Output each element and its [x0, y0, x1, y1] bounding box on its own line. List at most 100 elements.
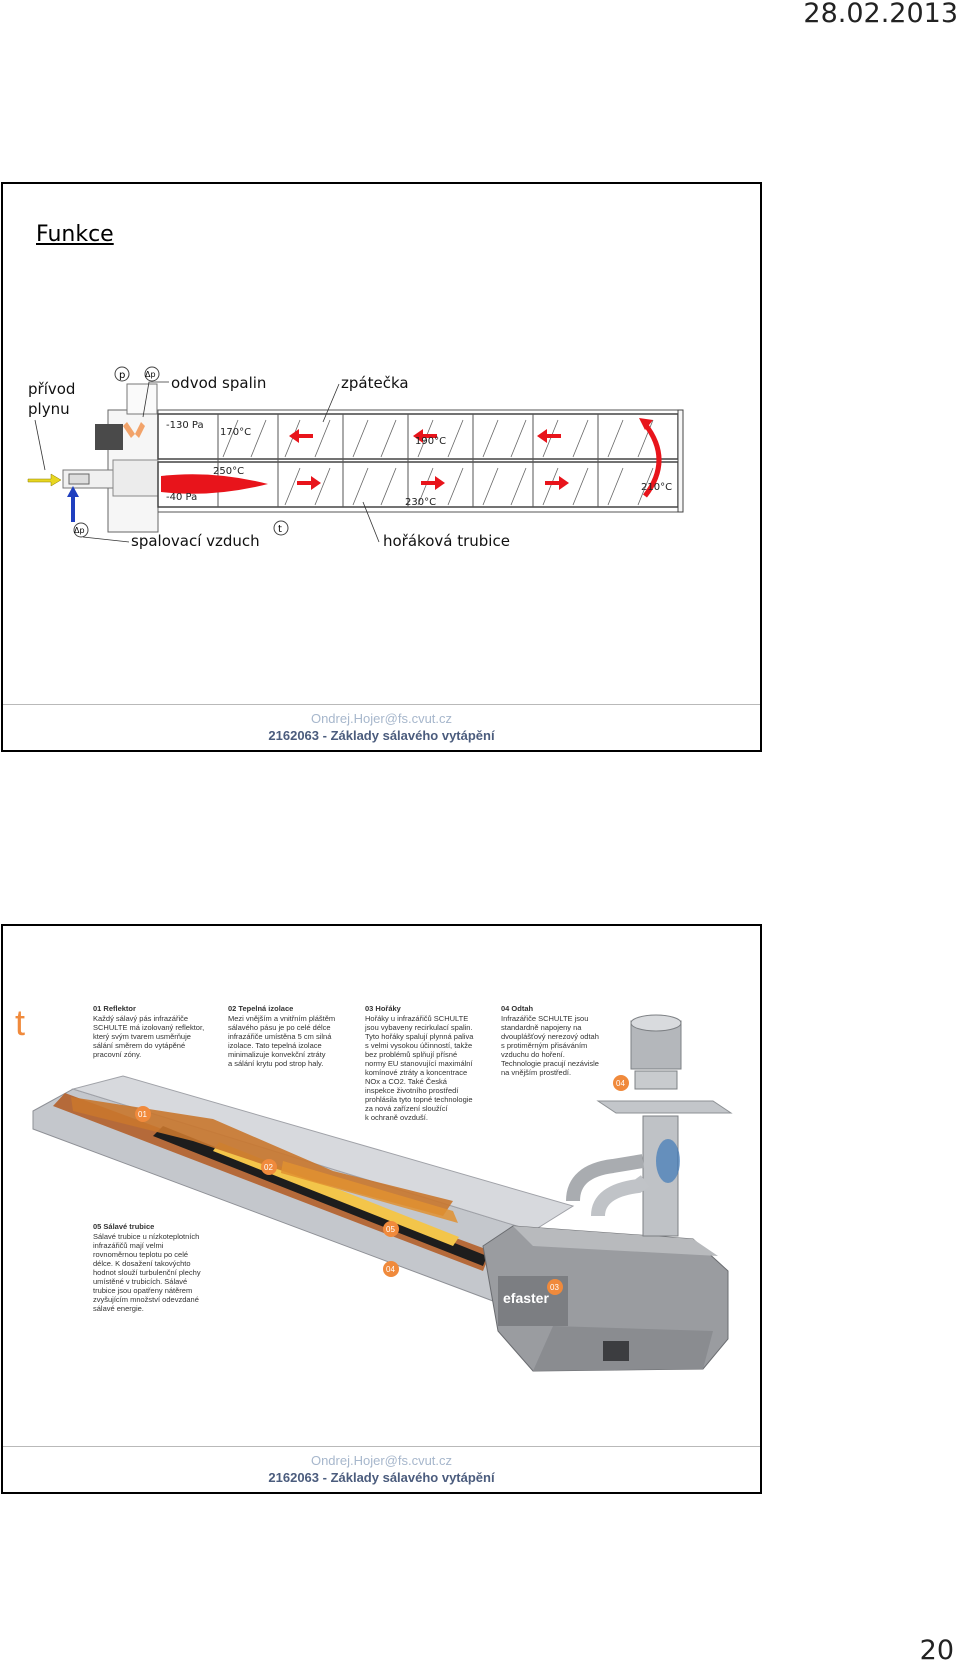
- fan-motor: [95, 424, 123, 450]
- svg-text:na vnějším prostředí.: na vnějším prostředí.: [501, 1068, 571, 1077]
- svg-text:sálání směrem do vytápěné: sálání směrem do vytápěné: [93, 1041, 185, 1050]
- svg-text:a sálání krytu pod strop haly.: a sálání krytu pod strop haly.: [228, 1059, 323, 1068]
- heater-function-diagram: p Δp Δp t přívod plynu odvod spalin zpát…: [27, 366, 684, 550]
- svg-text:standardně napojeny na: standardně napojeny na: [501, 1023, 582, 1032]
- return-flow-arrows: [289, 429, 561, 443]
- svg-text:který svým tvarem usměrňuje: který svým tvarem usměrňuje: [93, 1032, 191, 1041]
- slide-footer: Ondrej.Hojer@fs.cvut.cz 2162063 - Základ…: [3, 1446, 760, 1492]
- reading-t250: 250°C: [213, 466, 244, 477]
- svg-text:Technologie pracují nezávisle: Technologie pracují nezávisle: [501, 1059, 599, 1068]
- svg-text:komínové ztráty a koncentrace: komínové ztráty a koncentrace: [365, 1068, 467, 1077]
- label-privod-2: plynu: [28, 400, 70, 418]
- svg-text:Tyto hořáky spalují plynná pal: Tyto hořáky spalují plynná paliva: [365, 1032, 474, 1041]
- svg-text:sálavého pásu je po celé délce: sálavého pásu je po celé délce: [228, 1023, 331, 1032]
- svg-text:jsou vybaveny recirkulací spal: jsou vybaveny recirkulací spalin.: [364, 1023, 473, 1032]
- badge-04b: 04: [616, 1079, 625, 1088]
- label-horakova-trubice: hořáková trubice: [383, 532, 510, 550]
- reading-t170: 170°C: [220, 427, 251, 438]
- svg-text:dvouplášťový nerezový odtah: dvouplášťový nerezový odtah: [501, 1032, 599, 1041]
- footer-email: Ondrej.Hojer@fs.cvut.cz: [310, 1453, 453, 1468]
- svg-text:sálavé energie.: sálavé energie.: [93, 1304, 144, 1313]
- page-number: 20: [919, 1635, 954, 1666]
- badge-05: 05: [386, 1225, 395, 1234]
- reading-t210: 210°C: [641, 482, 672, 493]
- reading-t230: 230°C: [405, 497, 436, 508]
- flame: [161, 474, 268, 494]
- slide-heater-illustration: t efaster 01 02 05 04 03 04: [1, 924, 762, 1494]
- dp-gauge-bottom: [73, 522, 89, 538]
- header-date: 28.02.2013: [803, 0, 958, 29]
- svg-text:03 Hořáky: 03 Hořáky: [365, 1004, 402, 1013]
- cut-letter: t: [15, 1002, 25, 1043]
- thermocouple: [273, 520, 289, 536]
- svg-text:Sálavé trubice u nízkoteplotní: Sálavé trubice u nízkoteplotních: [93, 1232, 199, 1241]
- badge-02: 02: [264, 1163, 273, 1172]
- badge-03: 03: [550, 1283, 559, 1292]
- svg-text:normy EU stanovující maximální: normy EU stanovující maximální: [365, 1059, 473, 1068]
- svg-text:s protiměrným přisáváním: s protiměrným přisáváním: [501, 1041, 587, 1050]
- label-zpatecka: zpátečka: [341, 374, 409, 392]
- heater-cutaway-illustration: t efaster 01 02 05 04 03 04: [13, 1001, 753, 1426]
- label-spalovaci-vzduch: spalovací vzduch: [131, 532, 260, 550]
- svg-text:Infrazářiče SCHULTE jsou: Infrazářiče SCHULTE jsou: [501, 1014, 588, 1023]
- flue-outlet: [126, 383, 158, 415]
- svg-text:infrazářičů mají velmi: infrazářičů mají velmi: [93, 1241, 164, 1250]
- section-03: 03 Hořáky Hořáky u infrazářičů SCHULTE j…: [364, 1004, 474, 1122]
- badge-04a: 04: [386, 1265, 395, 1274]
- combustion-air-arrow: [67, 486, 79, 522]
- slide-title: Funkce: [36, 222, 114, 247]
- slide-footer: Ondrej.Hojer@fs.cvut.cz 2162063 - Základ…: [3, 704, 760, 750]
- section-04: 04 Odtah Infrazářiče SCHULTE jsou standa…: [501, 1004, 599, 1077]
- label-dp-bottom: Δp: [74, 526, 85, 535]
- label-privod-1: přívod: [28, 380, 75, 398]
- svg-text:04 Odtah: 04 Odtah: [501, 1004, 534, 1013]
- svg-text:zvyšujícím množství odevzdané: zvyšujícím množství odevzdané: [93, 1295, 199, 1304]
- label-t: t: [278, 524, 282, 535]
- svg-text:prohlásila tyto topné technolo: prohlásila tyto topné technologie: [365, 1095, 473, 1104]
- badge-01: 01: [138, 1110, 147, 1119]
- svg-text:Mezi vnějším a vnitřním pláště: Mezi vnějším a vnitřním pláštěm: [228, 1014, 335, 1023]
- svg-text:bez problémů splňují přísné: bez problémů splňují přísné: [365, 1050, 457, 1059]
- label-dp-top: Δp: [145, 370, 156, 379]
- svg-text:k ochraně ovzduší.: k ochraně ovzduší.: [365, 1113, 428, 1122]
- svg-text:pracovní zóny.: pracovní zóny.: [93, 1050, 141, 1059]
- reading-pressure-top: -130 Pa: [166, 420, 204, 431]
- footer-email: Ondrej.Hojer@fs.cvut.cz: [310, 711, 453, 726]
- svg-text:inspekce životního prostředí: inspekce životního prostředí: [365, 1086, 459, 1095]
- svg-text:délce. K dosažení takovýchto: délce. K dosažení takovýchto: [93, 1259, 191, 1268]
- svg-text:hodnot slouží turbulenční plec: hodnot slouží turbulenční plechy: [93, 1268, 201, 1277]
- svg-text:Hořáky u infrazářičů SCHULTE: Hořáky u infrazářičů SCHULTE: [365, 1014, 468, 1023]
- svg-text:01 Reflektor: 01 Reflektor: [93, 1004, 136, 1013]
- footer-course: 2162063 - Základy sálavého vytápění: [268, 1470, 495, 1485]
- svg-text:02 Tepelná izolace: 02 Tepelná izolace: [228, 1004, 293, 1013]
- svg-text:s velmi vysokou účinností, tak: s velmi vysokou účinností, takže: [365, 1041, 472, 1050]
- label-p: p: [119, 370, 125, 381]
- svg-text:05 Sálavé trubice: 05 Sálavé trubice: [93, 1222, 154, 1231]
- reading-pressure-bottom: -40 Pa: [166, 492, 197, 503]
- svg-text:izolace. Tato tepelná izolace: izolace. Tato tepelná izolace: [228, 1041, 322, 1050]
- svg-text:Každý sálavý pás infrazářiče: Každý sálavý pás infrazářiče: [93, 1014, 188, 1023]
- section-05: 05 Sálavé trubice Sálavé trubice u nízko…: [93, 1222, 201, 1313]
- section-01: 01 Reflektor Každý sálavý pás infrazářič…: [93, 1004, 204, 1059]
- turnaround-arrow: [643, 422, 662, 498]
- pressure-gauge: [114, 366, 130, 382]
- dp-gauge-top: [144, 366, 160, 382]
- burner-flow-arrows: [297, 476, 569, 490]
- reading-t190: 190°C: [415, 436, 446, 447]
- svg-text:NOx a CO2. Také Česká: NOx a CO2. Také Česká: [365, 1077, 448, 1086]
- svg-text:za nová zařízení sloužící: za nová zařízení sloužící: [365, 1104, 448, 1113]
- footer-course: 2162063 - Základy sálavého vytápění: [268, 728, 495, 743]
- svg-text:minimalizuje konvekční ztráty: minimalizuje konvekční ztráty: [228, 1050, 326, 1059]
- callout-badges: 01 02 05 04 03 04: [135, 1075, 629, 1295]
- svg-text:trubice jsou opatřeny nátěrem: trubice jsou opatřeny nátěrem: [93, 1286, 192, 1295]
- slide-funkce: Funkce: [1, 182, 762, 752]
- section-02: 02 Tepelná izolace Mezi vnějším a vnitřn…: [228, 1004, 335, 1068]
- svg-text:rovnoměrnou teplotu po celé: rovnoměrnou teplotu po celé: [93, 1250, 188, 1259]
- gas-inlet-arrow: [27, 473, 62, 487]
- label-odvod-spalin: odvod spalin: [171, 374, 266, 392]
- svg-text:SCHULTE má izolovaný reflektor: SCHULTE má izolovaný reflektor,: [93, 1023, 204, 1032]
- brand-label: efaster: [503, 1290, 549, 1306]
- svg-text:vzduchu do hoření.: vzduchu do hoření.: [501, 1050, 565, 1059]
- svg-text:umístěné v trubicích. Sálavé: umístěné v trubicích. Sálavé: [93, 1277, 187, 1286]
- tube-end-cap: [677, 409, 684, 513]
